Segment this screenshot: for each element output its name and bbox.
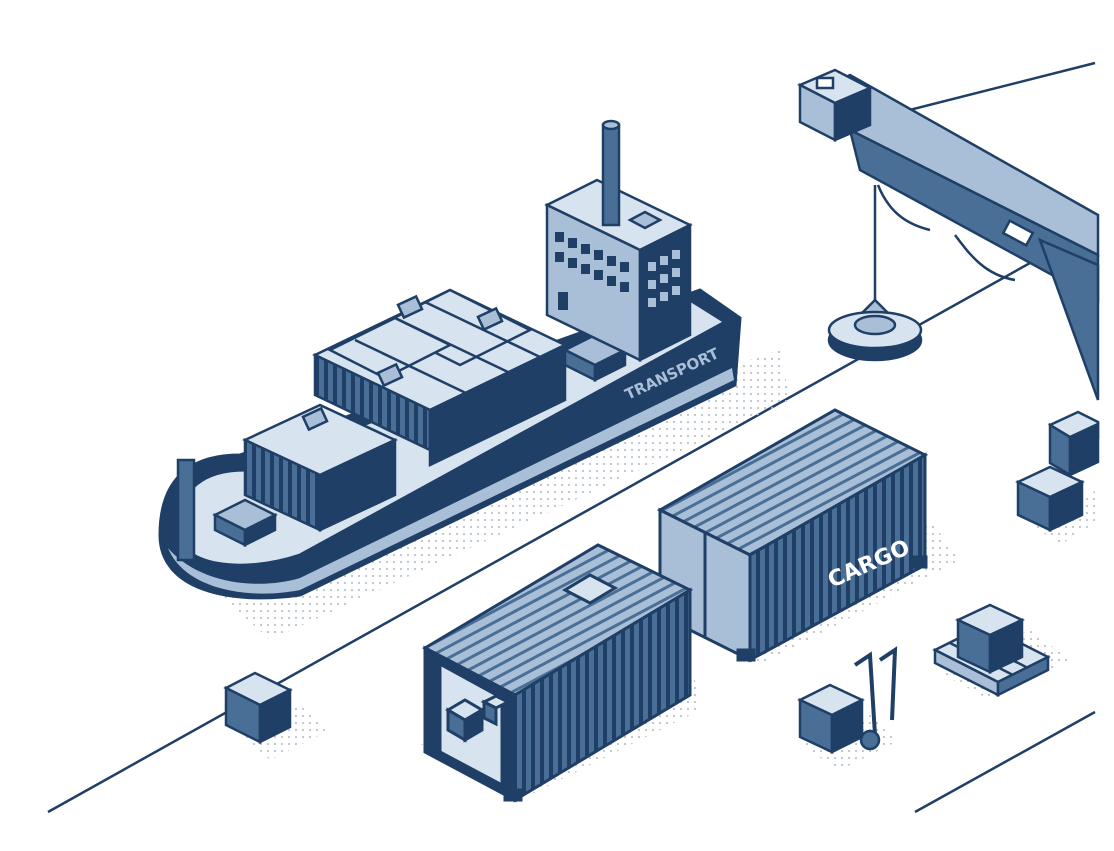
harbor-crane xyxy=(797,61,1100,401)
cargo-ship: TRANSPORT xyxy=(158,119,742,600)
open-container xyxy=(421,543,694,803)
ship-bridge xyxy=(544,119,693,363)
quay-edge-lines xyxy=(47,223,1099,814)
stacked-boxes-right xyxy=(1015,410,1100,532)
crane-magnet xyxy=(827,298,923,362)
small-box-left xyxy=(223,671,293,745)
bow-post xyxy=(176,458,196,562)
deck-hatch-front xyxy=(212,498,278,548)
hand-truck-with-box xyxy=(797,646,898,755)
pallet-with-box xyxy=(932,603,1051,698)
deck-containers xyxy=(242,288,628,532)
ship-funnel xyxy=(601,123,621,227)
